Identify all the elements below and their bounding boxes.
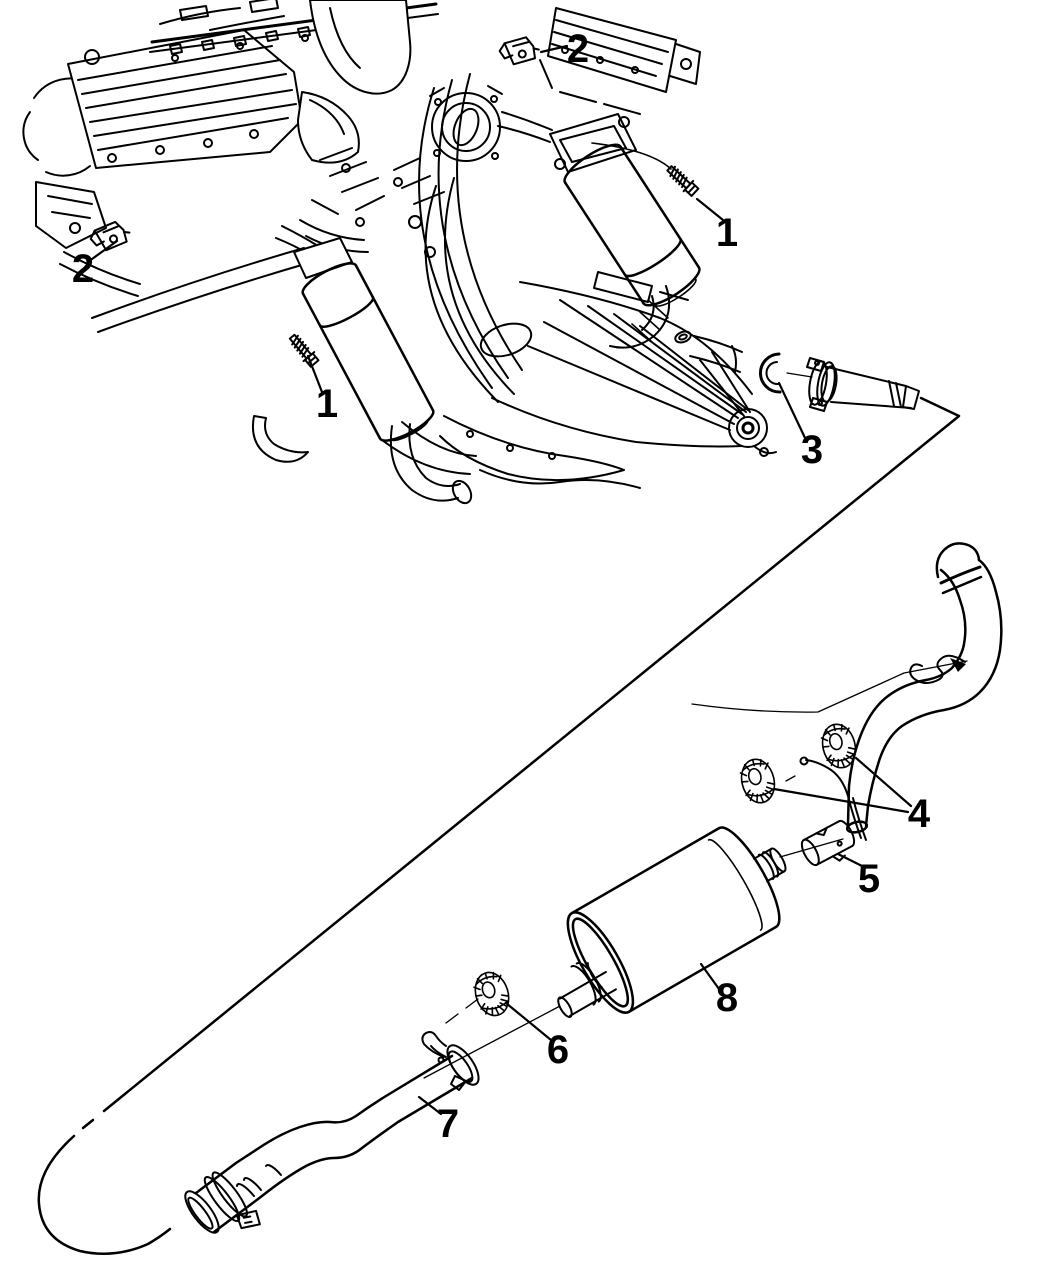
- underbody-outline: [37, 396, 961, 1256]
- leader-line: [306, 354, 324, 394]
- leader-line: [854, 756, 913, 808]
- pipe-flared-end: [446, 1044, 480, 1086]
- clamp-5-icon: [800, 819, 856, 867]
- valve-cover: [67, 29, 360, 169]
- hanger-rod: [799, 756, 867, 841]
- slip-pipe-icon: [820, 365, 920, 410]
- callout-3: 3: [801, 428, 823, 472]
- transmission-drawing: [252, 177, 777, 505]
- catalytic-converter-left: [275, 225, 477, 475]
- callout-6: 6: [547, 1028, 569, 1072]
- clamp-3-and-slip-pipe: [806, 357, 920, 412]
- right-bank-cluster: [539, 7, 701, 115]
- callout-1-right: 1: [716, 211, 738, 255]
- alignment-dashes: [445, 998, 479, 1024]
- frame-bracket-line: [691, 660, 968, 713]
- leader-lines: [90, 44, 913, 1116]
- exhaust-outlet-pipe: [689, 335, 813, 394]
- throttle-body: [429, 85, 503, 162]
- callout-1-center: 1: [316, 382, 338, 426]
- band-clamp-icon: [806, 357, 836, 412]
- leader-line: [836, 852, 864, 868]
- bell-housing: [418, 73, 523, 389]
- insulator-icon: [736, 754, 780, 808]
- callout-8: 8: [716, 976, 738, 1020]
- callout-5: 5: [858, 857, 880, 901]
- oxygen-sensor-icon: [87, 218, 134, 255]
- tailpipe-drawing: [691, 542, 1003, 841]
- leader-line: [777, 381, 808, 442]
- oxygen-sensor-icon: [497, 34, 542, 67]
- alignment-line: [423, 1005, 561, 1079]
- leader-line: [504, 1001, 553, 1042]
- hanger-rod: [421, 1031, 447, 1058]
- alignment-line: [786, 372, 813, 378]
- alignment-line: [779, 838, 844, 858]
- engine-transmission-drawing: [22, 0, 813, 505]
- front-pipe-drawing: [184, 998, 480, 1234]
- alignment-dash: [785, 775, 796, 782]
- leader-line: [772, 787, 910, 814]
- leader-line: [539, 44, 569, 54]
- bolt-icon: [663, 162, 701, 199]
- leader-line: [695, 197, 725, 222]
- leader-line: [699, 962, 721, 991]
- leader-line: [417, 1095, 443, 1116]
- muffler-drawing: [557, 826, 787, 1018]
- bolt-icon: [285, 331, 322, 369]
- callout-7: 7: [437, 1102, 459, 1146]
- pipe-open-end: [184, 1190, 220, 1234]
- callout-2-top: 2: [567, 27, 589, 71]
- engine-front-accessories: [22, 77, 313, 333]
- hanger-rod: [909, 654, 966, 684]
- bracket-line: [591, 142, 672, 170]
- engine-block-detail: [299, 147, 445, 258]
- callout-labels: 2 1 2 1 3 4 5 6 7 8: [72, 27, 931, 1146]
- leader-line: [90, 239, 119, 261]
- catalytic-converter-right: [497, 111, 701, 349]
- callout-2-left: 2: [72, 247, 94, 291]
- front-pipe-clamp-icon: [203, 1171, 261, 1230]
- air-duct: [309, 0, 412, 95]
- insulator-icon: [469, 967, 515, 1021]
- callout-4: 4: [908, 792, 931, 836]
